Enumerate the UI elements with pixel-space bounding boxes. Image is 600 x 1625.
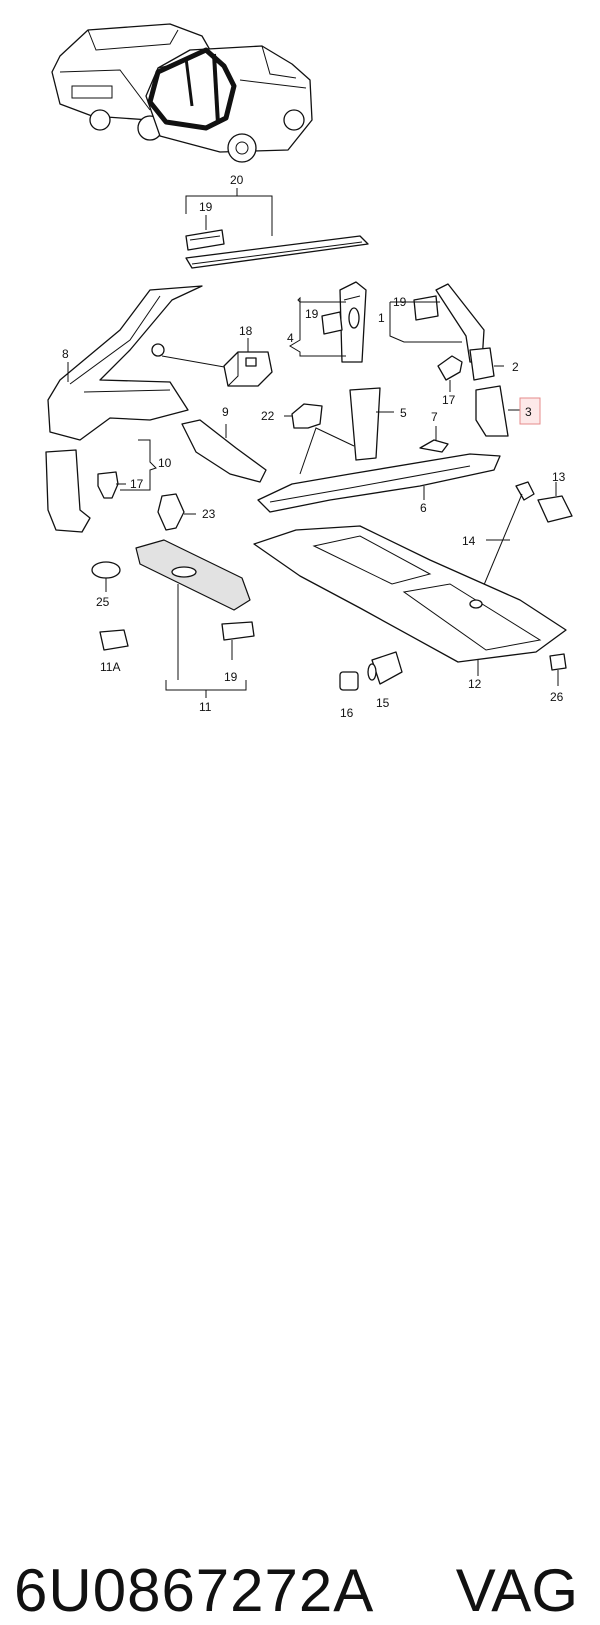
callout-11: 11	[199, 700, 212, 714]
callout-20: 20	[230, 173, 244, 187]
callout-3: 3	[525, 405, 532, 419]
parts-11-25-11A	[91, 539, 255, 698]
callout-12: 12	[468, 677, 482, 691]
callout-17-right: 17	[442, 393, 456, 407]
parts-15-16-26-hardware	[339, 651, 567, 691]
callout-19-top: 19	[199, 200, 213, 214]
part-20-roof-trim	[185, 188, 369, 269]
pillar-group-4-1	[289, 281, 485, 363]
part-8-side-panel	[47, 285, 231, 441]
callout-11A: 11A	[100, 660, 120, 674]
callout-19-pillar-right: 19	[393, 295, 407, 309]
callout-22: 22	[261, 409, 275, 423]
callout-16: 16	[340, 706, 354, 720]
parts-12-13-14-cover	[253, 481, 573, 676]
callout-19-pillar-left: 19	[305, 307, 319, 321]
callout-9: 9	[222, 405, 229, 419]
callout-17-left: 17	[130, 477, 144, 491]
callout-25: 25	[96, 595, 110, 609]
callout-13: 13	[552, 470, 566, 484]
callout-7: 7	[431, 410, 438, 424]
highlight-box-3	[519, 397, 541, 425]
part-18-bracket	[223, 338, 273, 387]
callout-5: 5	[400, 406, 407, 420]
parts-2-3-17-right	[437, 347, 522, 437]
part-number: 6U0867272A	[14, 1557, 375, 1624]
parts-9-10-trim	[45, 419, 267, 533]
car-overview-illustration	[51, 23, 313, 163]
callout-14: 14	[462, 534, 476, 548]
parts-17-23-6	[97, 453, 501, 531]
caption-bar: 6U0867272A VAG	[0, 770, 600, 1624]
callout-8: 8	[62, 347, 69, 361]
callout-2: 2	[512, 360, 519, 374]
brand-name: VAG	[455, 1557, 578, 1624]
callout-18: 18	[239, 324, 253, 338]
callout-6: 6	[420, 501, 427, 515]
callout-4: 4	[287, 331, 294, 345]
callout-26: 26	[550, 690, 564, 704]
parts-22-5-7-pillar	[284, 387, 449, 475]
callout-23: 23	[202, 507, 216, 521]
callout-15: 15	[376, 696, 390, 710]
callout-19-sill: 19	[224, 670, 238, 684]
callout-1: 1	[378, 311, 385, 325]
parts-diagram: 20 19 19 19 19 18 8 4 1 2 17 3 9 22 5 7 …	[45, 23, 573, 720]
callout-10: 10	[158, 456, 172, 470]
